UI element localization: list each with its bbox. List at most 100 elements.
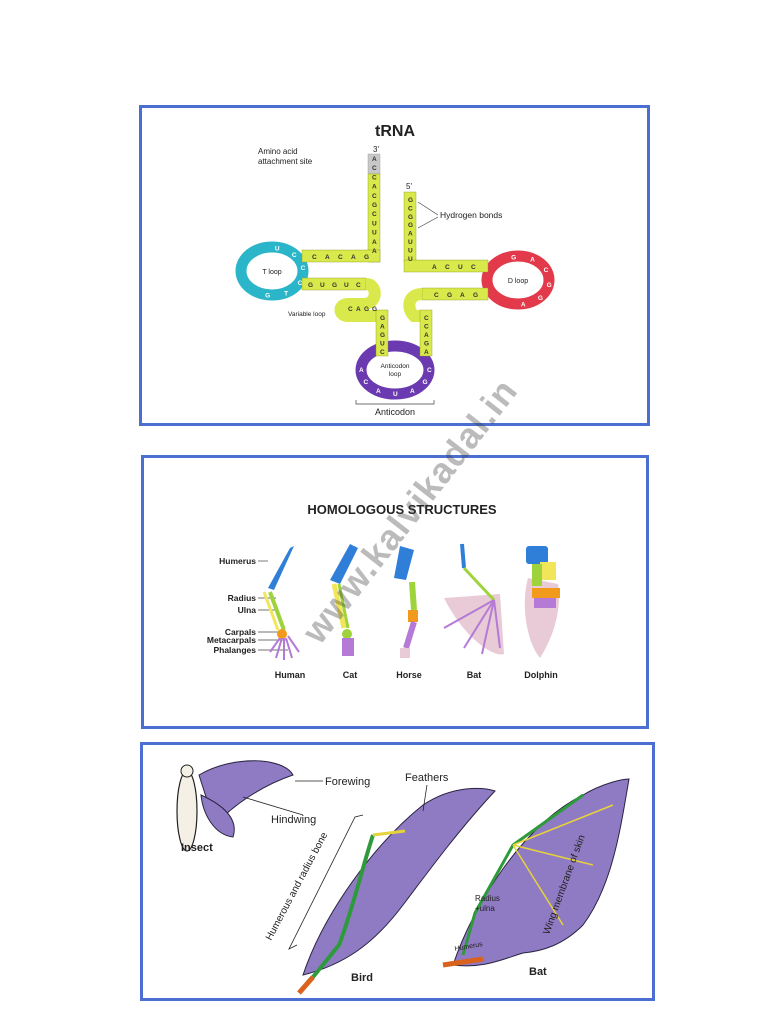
anticodon-stem-left [375, 309, 389, 357]
base: U [320, 282, 325, 289]
base: A [325, 254, 330, 261]
base: T [284, 290, 288, 297]
base: C [372, 165, 377, 172]
bone-label: Carpals [225, 627, 256, 637]
base: U [408, 247, 413, 254]
homologous-title: HOMOLOGOUS STRUCTURES [307, 502, 497, 517]
base: A [530, 257, 535, 264]
trna-diagram: tRNA Amino acid attachment site 3' 5' Hy… [235, 123, 555, 417]
base: G [380, 315, 385, 322]
insect-drawing [176, 760, 294, 852]
base: C [424, 324, 429, 331]
dolphin-limb [524, 546, 560, 658]
base: C [372, 193, 377, 200]
bone-label: Ulna [238, 605, 257, 615]
base: C [312, 254, 317, 261]
base: A [432, 264, 437, 271]
animal-label: Human [275, 670, 306, 680]
d-loop [481, 250, 555, 310]
radius-ulna-label-2: +ulna [475, 904, 495, 913]
base: A [372, 248, 377, 255]
bone-label: Humerus [219, 556, 256, 566]
animal-label: Dolphin [524, 670, 558, 680]
base: A [372, 184, 377, 191]
base: A [380, 324, 385, 331]
anticodon-stem-right [419, 309, 433, 357]
bone-label: Phalanges [213, 645, 256, 655]
trna-title: tRNA [375, 123, 415, 140]
d-arm-connector [403, 288, 424, 322]
base: C [445, 264, 450, 271]
d-loop-label: D loop [508, 278, 528, 285]
homologous-diagram: HOMOLOGOUS STRUCTURES HumerusRadiusUlnaC… [207, 502, 560, 680]
base: U [275, 245, 280, 252]
animal-label: Horse [396, 670, 422, 680]
base: A [410, 388, 415, 395]
d-arm-bottom [421, 287, 489, 301]
base: G [408, 197, 413, 204]
base: C [298, 280, 303, 287]
five-prime-label: 5' [406, 182, 412, 191]
base: C [544, 267, 549, 274]
amino-acid-label-2: attachment site [258, 157, 313, 166]
base: G [408, 222, 413, 229]
animal-label: Cat [343, 670, 358, 680]
base: U [408, 256, 413, 263]
base: A [356, 306, 361, 313]
three-prime-label: 3' [373, 145, 379, 154]
radius-ulna-label-1: Radius [475, 894, 500, 903]
t-loop [235, 241, 309, 301]
base: G [473, 292, 478, 299]
base: C [434, 292, 439, 299]
base: U [372, 230, 377, 237]
feathers-label: Feathers [405, 772, 449, 784]
base: A [372, 156, 377, 163]
base: A [424, 349, 429, 356]
forewing-label: Forewing [325, 776, 370, 788]
base: A [372, 239, 377, 246]
human-limb [262, 546, 300, 660]
base: G [380, 332, 385, 339]
variable-loop-label: Variable loop [288, 311, 326, 318]
base: C [372, 211, 377, 218]
base: G [511, 254, 516, 261]
bat-humerus-label: Humerus [454, 941, 484, 953]
base: A [424, 332, 429, 339]
base: A [376, 388, 381, 395]
bat-label: Bat [529, 966, 547, 978]
base: C [356, 282, 361, 289]
base: U [408, 239, 413, 246]
base: G [408, 214, 413, 221]
base: G [372, 306, 377, 313]
base: G [538, 295, 543, 302]
base: C [427, 367, 432, 374]
base: G [422, 379, 427, 386]
base: U [458, 264, 463, 271]
base: C [338, 254, 343, 261]
horse-limb [394, 546, 418, 658]
wings-diagram: Forewing Hindwing Insect Feathers Humero… [176, 760, 630, 995]
wings-panel: Forewing Hindwing Insect Feathers Humero… [140, 742, 655, 1001]
base: G [332, 282, 337, 289]
base: U [393, 391, 398, 398]
anticodon-loop [355, 340, 435, 400]
bat-wing-drawing [442, 778, 630, 968]
base: G [547, 282, 552, 289]
d-arm-top [403, 259, 489, 273]
base: U [344, 282, 349, 289]
base: C [348, 306, 353, 313]
bird-label: Bird [351, 972, 373, 984]
base: U [380, 341, 385, 348]
base: C [364, 379, 369, 386]
base: C [372, 174, 377, 181]
base: C [471, 264, 476, 271]
t-loop-label: T loop [262, 269, 281, 276]
base: U [372, 220, 377, 227]
base: G [447, 292, 452, 299]
base: A [460, 292, 465, 299]
base: C [292, 252, 297, 259]
base: G [372, 202, 377, 209]
base: A [521, 302, 526, 309]
